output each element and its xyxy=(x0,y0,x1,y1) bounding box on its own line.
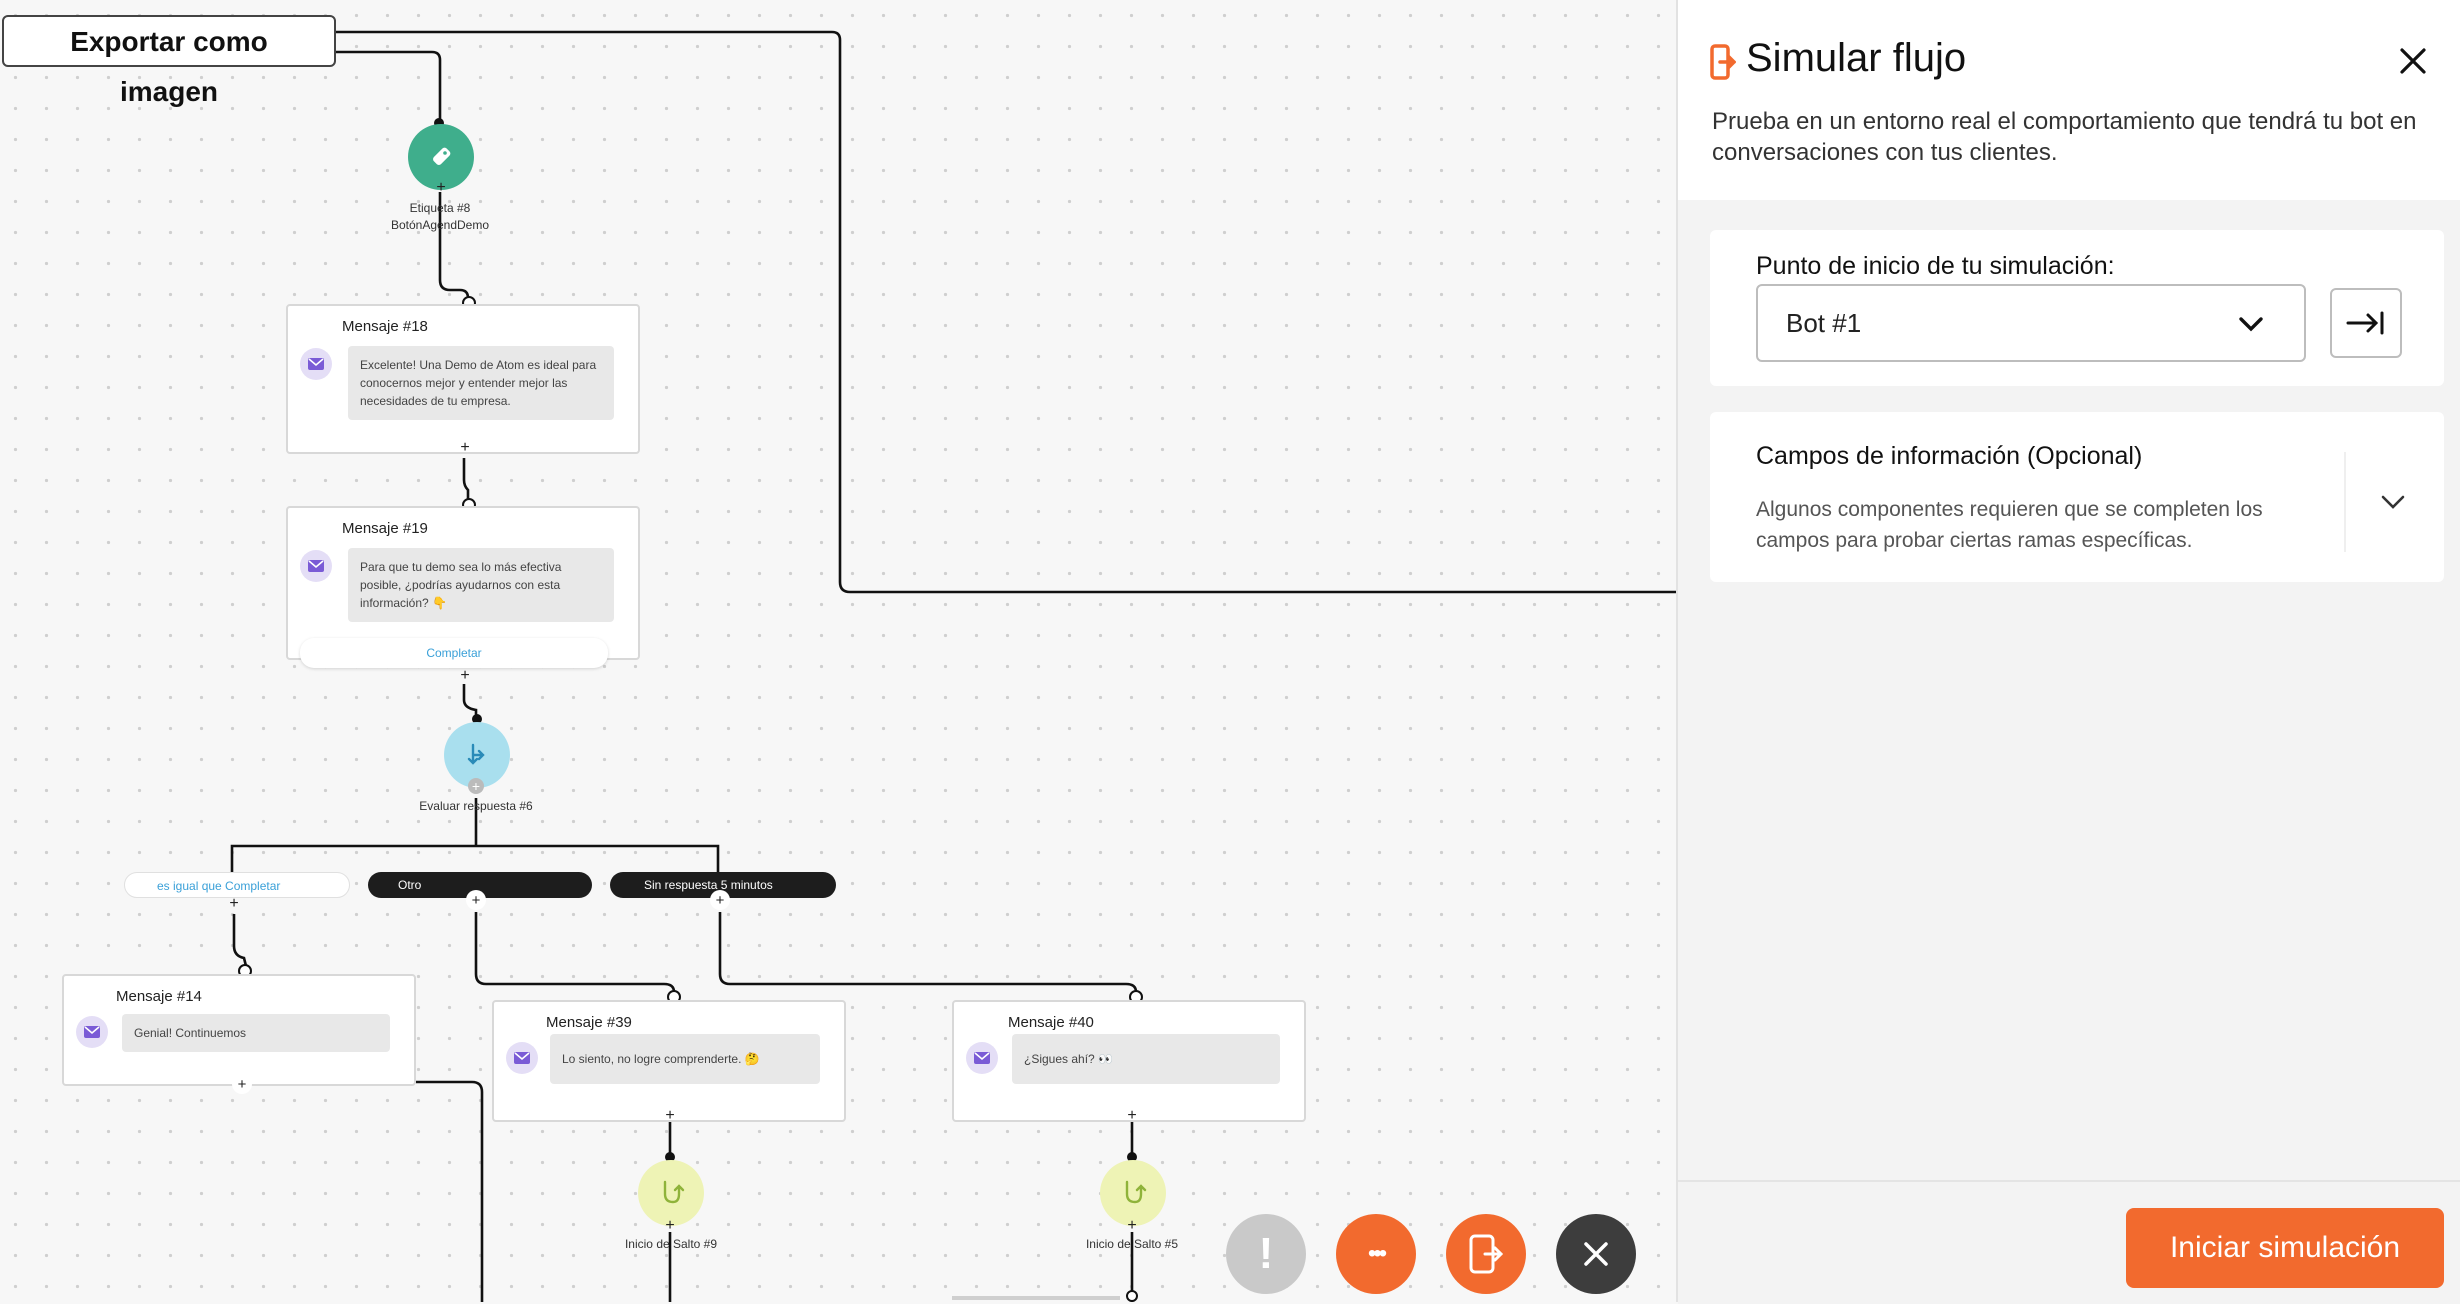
jump-start-node-9[interactable] xyxy=(638,1160,704,1226)
eval-node-add-button[interactable]: + xyxy=(468,778,484,794)
jump5-output-connector[interactable] xyxy=(1126,1290,1138,1302)
branch-equal-add-button[interactable]: + xyxy=(229,895,239,912)
simulate-flow-button[interactable] xyxy=(1446,1214,1526,1294)
simulate-icon xyxy=(1469,1234,1504,1274)
info-fields-divider xyxy=(2344,452,2346,552)
message-node-title: Mensaje #40 xyxy=(1008,1014,1094,1031)
info-fields-section[interactable]: Campos de información (Opcional) Algunos… xyxy=(1710,412,2444,582)
tag-icon xyxy=(433,147,451,165)
tag-node-label: Etiqueta #8 BotónAgendDemo xyxy=(340,200,540,234)
branch-no-reply-add-button[interactable]: + xyxy=(710,890,730,910)
tag-node[interactable] xyxy=(408,124,474,190)
export-image-button[interactable]: Exportar como imagen xyxy=(2,15,336,107)
branch-equal-complete[interactable]: es igual que Completar xyxy=(124,872,350,898)
flow-canvas[interactable]: Exportar como imagen + Etiqueta #8 Botón… xyxy=(0,0,1676,1302)
message-node-title: Mensaje #39 xyxy=(546,1014,632,1031)
message-text: ¿Sigues ahí? 👀 xyxy=(1012,1034,1280,1084)
start-simulation-button[interactable]: Iniciar simulación xyxy=(2126,1208,2444,1288)
msg39-add-button[interactable]: + xyxy=(665,1107,675,1124)
panel-description: Prueba en un entorno real el comportamie… xyxy=(1712,108,2417,166)
message-text: Lo siento, no logre comprenderte. 🤔 xyxy=(550,1034,820,1084)
jump-start-9-label: Inicio de Salto #9 xyxy=(624,1237,718,1251)
jump-start-node-5[interactable] xyxy=(1100,1160,1166,1226)
message-text: Para que tu demo sea lo más efectiva pos… xyxy=(348,548,614,622)
message-icon xyxy=(300,348,332,380)
start-point-selected-value: Bot #1 xyxy=(1786,308,1862,338)
more-options-button[interactable]: ••• xyxy=(1336,1214,1416,1294)
info-fields-description: Algunos componentes requieren que se com… xyxy=(1756,498,2263,552)
message-node-19[interactable]: Mensaje #19 Para que tu demo sea lo más … xyxy=(286,506,640,660)
more-icon: ••• xyxy=(1367,1240,1387,1267)
message-node-title: Mensaje #18 xyxy=(342,318,428,335)
message-node-title: Mensaje #19 xyxy=(342,520,428,537)
evaluate-response-node[interactable] xyxy=(444,722,510,788)
msg14-add-button[interactable]: + xyxy=(232,1074,252,1094)
warning-icon: ! xyxy=(1258,1229,1274,1278)
message-icon xyxy=(966,1042,998,1074)
msg40-add-button[interactable]: + xyxy=(1127,1107,1137,1124)
jump-icon xyxy=(1125,1180,1147,1204)
panel-footer: Iniciar simulación xyxy=(1678,1180,2460,1304)
simulate-flow-panel: Simular flujo Prueba en un entorno real … xyxy=(1676,0,2460,1304)
start-point-section: Punto de inicio de tu simulación: Bot #1 xyxy=(1710,230,2444,386)
tag-node-label-line2: BotónAgendDemo xyxy=(390,218,490,232)
message-node-40[interactable]: Mensaje #40 ¿Sigues ahí? 👀 xyxy=(952,1000,1306,1122)
start-point-select[interactable]: Bot #1 xyxy=(1756,284,2306,362)
branch-icon xyxy=(467,743,485,765)
tag-node-label-line1: Etiqueta #8 xyxy=(409,201,471,215)
message-text: Genial! Continuemos xyxy=(122,1014,390,1052)
jump9-add-button[interactable]: + xyxy=(665,1217,675,1234)
jump5-add-button[interactable]: + xyxy=(1127,1217,1137,1234)
tag-node-add-button[interactable]: + xyxy=(436,179,446,196)
message-node-title: Mensaje #14 xyxy=(116,988,202,1005)
close-panel-icon[interactable] xyxy=(2398,46,2428,76)
info-fields-title: Campos de información (Opcional) xyxy=(1756,442,2143,470)
message-node-18[interactable]: Mensaje #18 Excelente! Una Demo de Atom … xyxy=(286,304,640,454)
message-icon xyxy=(506,1042,538,1074)
message-icon xyxy=(300,550,332,582)
close-canvas-button[interactable] xyxy=(1556,1214,1636,1294)
jump-icon xyxy=(663,1180,685,1204)
warnings-button[interactable]: ! xyxy=(1226,1214,1306,1294)
complete-reply-button[interactable]: Completar xyxy=(300,638,608,668)
panel-title: Simular flujo xyxy=(1746,36,1967,80)
jump9-input-connector[interactable] xyxy=(665,1152,675,1162)
eval-node-input-connector[interactable] xyxy=(472,714,482,724)
msg18-add-button[interactable]: + xyxy=(460,439,470,456)
message-node-39[interactable]: Mensaje #39 Lo siento, no logre comprend… xyxy=(492,1000,846,1122)
simulate-logo-icon xyxy=(1710,44,1736,80)
arrow-to-bar-icon xyxy=(2346,311,2384,335)
jump5-input-connector[interactable] xyxy=(1127,1152,1137,1162)
chevron-down-icon[interactable] xyxy=(2380,494,2406,510)
msg19-add-button[interactable]: + xyxy=(460,667,470,684)
start-point-label: Punto de inicio de tu simulación: xyxy=(1756,252,2115,280)
message-node-14[interactable]: Mensaje #14 Genial! Continuemos xyxy=(62,974,416,1086)
branch-other-add-button[interactable]: + xyxy=(466,890,486,910)
message-text: Excelente! Una Demo de Atom es ideal par… xyxy=(348,346,614,420)
panel-header: Simular flujo Prueba en un entorno real … xyxy=(1678,0,2460,200)
evaluate-response-label: Evaluar respuesta #6 xyxy=(419,799,533,813)
chevron-down-icon xyxy=(2239,317,2263,332)
close-icon xyxy=(1584,1242,1608,1266)
tag-node-input-connector[interactable] xyxy=(434,118,444,128)
go-to-start-button[interactable] xyxy=(2330,288,2402,358)
jump-start-5-label: Inicio de Salto #5 xyxy=(1085,1237,1179,1251)
message-icon xyxy=(76,1016,108,1048)
